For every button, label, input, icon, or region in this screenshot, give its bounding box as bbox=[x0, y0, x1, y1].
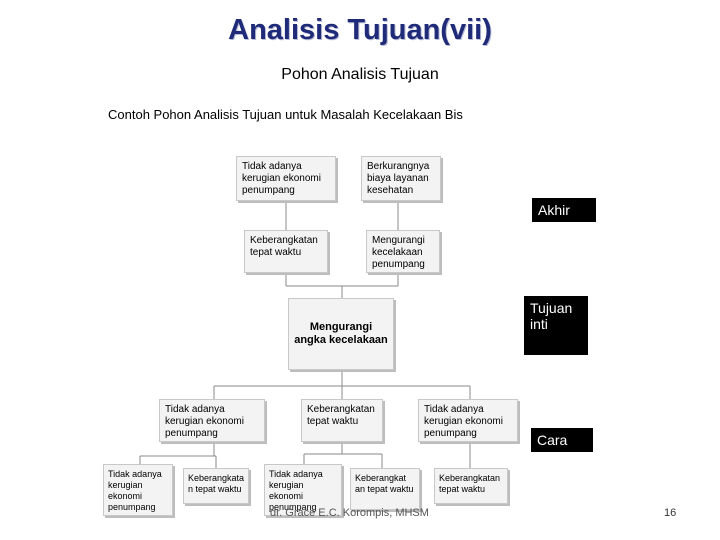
slide-title: Analisis Tujuan(vii) bbox=[228, 14, 492, 46]
label-akhir: Akhir bbox=[532, 198, 596, 222]
label-tujuan-inti: Tujuan inti bbox=[524, 296, 588, 355]
sub-means-box-2: Keberangkata n tepat waktu bbox=[183, 468, 249, 504]
sub-means-box-3: Tidak adanya kerugian ekonomi penumpang bbox=[264, 464, 342, 516]
sub-means-box-4: Keberangkat an tepat waktu bbox=[350, 468, 420, 510]
end-box-mid-1: Keberangkatan tepat waktu bbox=[244, 230, 328, 273]
means-box-1: Tidak adanya kerugian ekonomi penumpang bbox=[159, 399, 265, 442]
means-box-3: Tidak adanya kerugian ekonomi penumpang bbox=[418, 399, 518, 442]
means-box-2: Keberangkatan tepat waktu bbox=[301, 399, 383, 442]
page-number: 16 bbox=[664, 507, 677, 519]
sub-means-box-5: Keberangkatan tepat waktu bbox=[434, 468, 508, 504]
slide-subtitle: Pohon Analisis Tujuan bbox=[281, 66, 439, 83]
sub-means-box-1: Tidak adanya kerugian ekonomi penumpang bbox=[103, 464, 173, 516]
footer-author: dr. Grace E.C. Korompis, MHSM bbox=[270, 507, 429, 519]
end-box-top-1: Tidak adanya kerugian ekonomi penumpang bbox=[236, 156, 336, 201]
end-box-mid-2: Mengurangi kecelakaan penumpang bbox=[366, 230, 440, 273]
core-goal-box: Mengurangi angka kecelakaan bbox=[288, 298, 394, 370]
end-box-top-2: Berkurangnya biaya layanan kesehatan bbox=[361, 156, 441, 201]
label-cara: Cara bbox=[531, 428, 593, 452]
diagram-caption: Contoh Pohon Analisis Tujuan untuk Masal… bbox=[108, 107, 463, 122]
